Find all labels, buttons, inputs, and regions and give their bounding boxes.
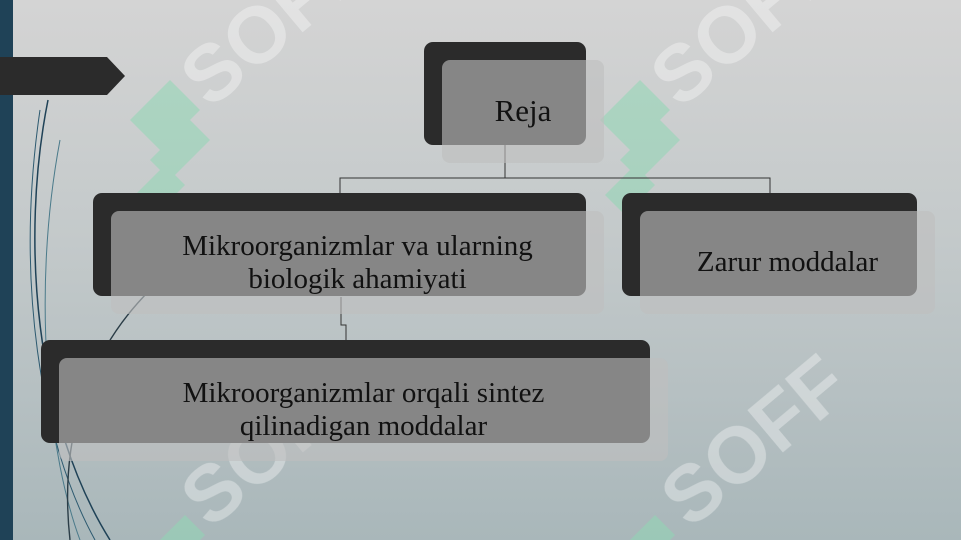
sidebar-stripe xyxy=(0,0,13,540)
root-node: Reja xyxy=(442,60,604,163)
node-2-label: Zarur moddalar xyxy=(696,246,879,279)
node-1: Mikroorganizmlar va ularning biologik ah… xyxy=(111,211,604,314)
node-2: Zarur moddalar xyxy=(640,211,935,314)
node-3-label: Mikroorganizmlar orqali sintez qilinadig… xyxy=(182,377,545,442)
node-3: Mikroorganizmlar orqali sintez qilinadig… xyxy=(59,358,668,461)
title-arrow-tab xyxy=(0,57,125,95)
node-1-label: Mikroorganizmlar va ularning biologik ah… xyxy=(182,230,533,295)
root-node-label: Reja xyxy=(494,93,552,129)
